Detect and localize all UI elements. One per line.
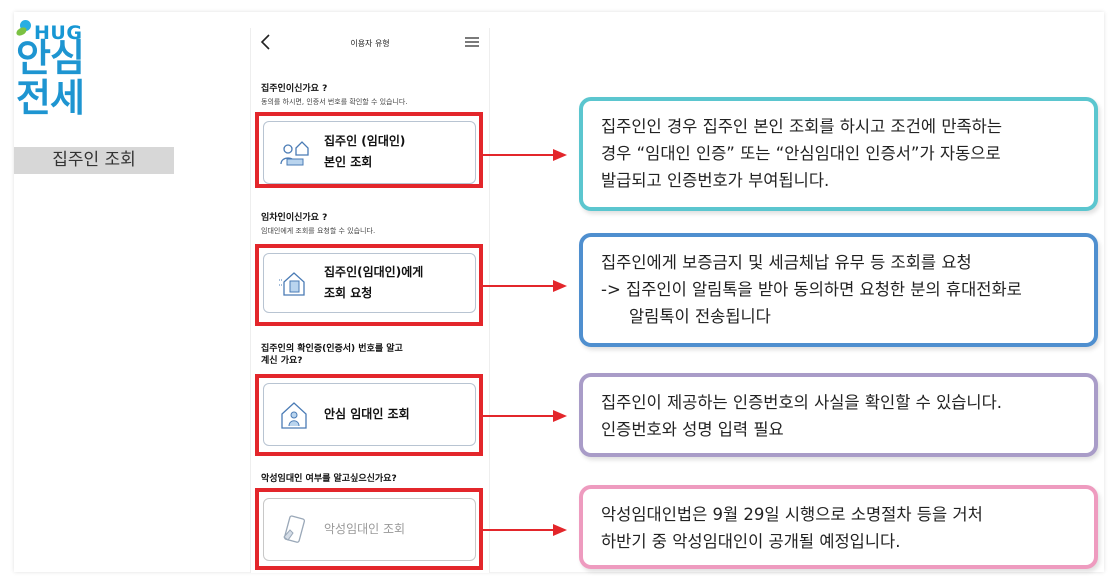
callout-3-line-2: 인증번호와 성명 입력 필요	[601, 420, 784, 439]
card-malicious-label: 악성임대인 조회	[324, 522, 406, 536]
highlight-box-3	[255, 374, 483, 456]
arrow-right-icon	[483, 410, 567, 422]
card-landlord-label-2: 본인 조회	[324, 155, 373, 169]
logo-hug-text: HUG	[34, 22, 83, 44]
callout-1-line-3: 발급되고 인증번호가 부여됩니다.	[601, 171, 830, 190]
hug-logo: HUG 안심 전세	[14, 14, 116, 120]
callout-1-line-2: 경우 “임대인 인증” 또는 “안심임대인 인증서”가 자동으로	[601, 144, 1001, 163]
callout-landlord-self-check: 집주인인 경우 집주인 본인 조회를 하시고 조건에 만족하는 경우 “임대인 …	[579, 97, 1098, 211]
callout-malicious-landlord: 악성임대인법은 9월 29일 시행으로 소명절차 등을 거처 하반기 중 악성임…	[579, 485, 1098, 569]
callout-2-line-3: 알림톡이 전송됩니다	[629, 307, 771, 326]
phone-title: 이용자 유형	[350, 39, 390, 48]
question-malicious: 악성임대인 여부를 알고싶으신가요?	[261, 474, 397, 484]
callout-request-check: 집주인에게 보증금지 및 세금체납 유무 등 조회를 요청 -> 집주인이 알림…	[579, 233, 1098, 347]
logo-green-leaf	[14, 25, 29, 38]
subtitle-tenant: 임대인에게 조회를 요청할 수 있습니다.	[261, 227, 376, 235]
question-landlord: 집주인이신가요 ?	[261, 84, 328, 94]
card-safe-landlord-check[interactable]: 안심 임대인 조회	[263, 383, 476, 446]
question-certificate-line-1: 집주인의 확인증(인증서) 번호를 알고	[261, 344, 403, 354]
card-request-label-2: 조회 요청	[324, 286, 373, 300]
question-certificate-line-2: 계신 가요?	[261, 356, 303, 366]
question-tenant: 임차인이신가요 ?	[261, 213, 328, 223]
callout-safe-landlord: 집주인이 제공하는 인증번호의 사실을 확인할 수 있습니다. 인증번호와 성명…	[579, 373, 1098, 457]
callout-3-line-1: 집주인이 제공하는 인증번호의 사실을 확인할 수 있습니다.	[601, 393, 1003, 412]
landlord-person-house-icon	[280, 141, 309, 166]
phone-header: 이용자 유형	[251, 28, 489, 58]
card-landlord-self-check[interactable]: 집주인 (임대인) 본인 조회	[263, 121, 476, 184]
card-request-landlord-check[interactable]: 집주인(임대인)에게 조회 요청	[263, 253, 476, 313]
card-landlord-label-1: 집주인 (임대인)	[324, 134, 406, 148]
logo-line-2: 전세	[16, 76, 85, 120]
phone-screen: 이용자 유형 집주인이신가요 ? 동의를 하시면, 인증서 번호를 확인할 수 …	[250, 28, 490, 573]
arrow-right-icon	[483, 524, 567, 536]
subtitle-landlord: 동의를 하시면, 인증서 번호를 확인할 수 있습니다.	[261, 98, 408, 106]
arrow-right-icon	[483, 149, 567, 161]
callout-2-line-1: 집주인에게 보증금지 및 세금체납 유무 등 조회를 요청	[601, 253, 972, 272]
logo-blue-dot	[20, 20, 31, 31]
highlight-box-4	[255, 488, 483, 570]
arrow-right-icon	[483, 280, 567, 292]
callout-4-line-1: 악성임대인법은 9월 29일 시행으로 소명절차 등을 거처	[601, 505, 983, 524]
highlight-box-2	[255, 244, 483, 326]
request-house-document-icon	[279, 272, 305, 296]
section-label: 집주인 조회	[14, 147, 174, 174]
callout-4-line-2: 하반기 중 악성임대인이 공개될 예정입니다.	[601, 532, 901, 551]
safe-house-person-icon	[281, 402, 307, 429]
chevron-left-icon[interactable]	[259, 33, 273, 51]
callout-2-line-2: -> 집주인이 알림톡을 받아 동의하면 요청한 분의 휴대전화로	[601, 280, 1022, 299]
hug-brand-mark: HUG	[14, 14, 116, 44]
callout-1-line-1: 집주인인 경우 집주인 본인 조회를 하시고 조건에 만족하는	[601, 117, 1003, 136]
malicious-landlord-document-icon	[283, 515, 306, 543]
card-malicious-landlord-check[interactable]: 악성임대인 조회	[263, 498, 476, 561]
hamburger-menu-icon[interactable]	[465, 37, 479, 47]
card-safe-label: 안심 임대인 조회	[324, 407, 410, 421]
card-request-label-1: 집주인(임대인)에게	[324, 265, 424, 279]
logo-line-1: 안심	[16, 36, 85, 80]
highlight-box-1	[255, 112, 483, 188]
